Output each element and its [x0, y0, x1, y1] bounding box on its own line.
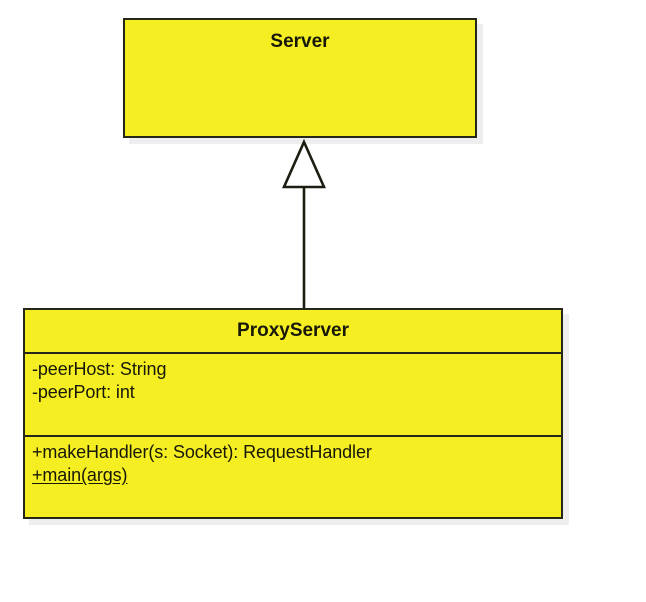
uml-class-server[interactable]: Server [123, 18, 477, 138]
hollow-triangle-arrowhead-icon [281, 138, 327, 189]
method-row: +makeHandler(s: Socket): RequestHandler [32, 441, 372, 462]
uml-class-proxyserver[interactable]: ProxyServer -peerHost: String -peerPort:… [23, 308, 563, 519]
attribute-row: -peerPort: int [32, 382, 135, 403]
attribute-row: -peerHost: String [32, 358, 167, 379]
class-name-server: Server [270, 31, 330, 52]
class-name-proxyserver: ProxyServer [237, 320, 349, 341]
generalization-arrow-proxyserver-to-server [281, 138, 327, 312]
attributes-compartment: -peerHost: String -peerPort: int [25, 351, 561, 435]
method-row-static: +main(args) [32, 465, 128, 486]
methods-compartment: +makeHandler(s: Socket): RequestHandler … [25, 434, 561, 514]
